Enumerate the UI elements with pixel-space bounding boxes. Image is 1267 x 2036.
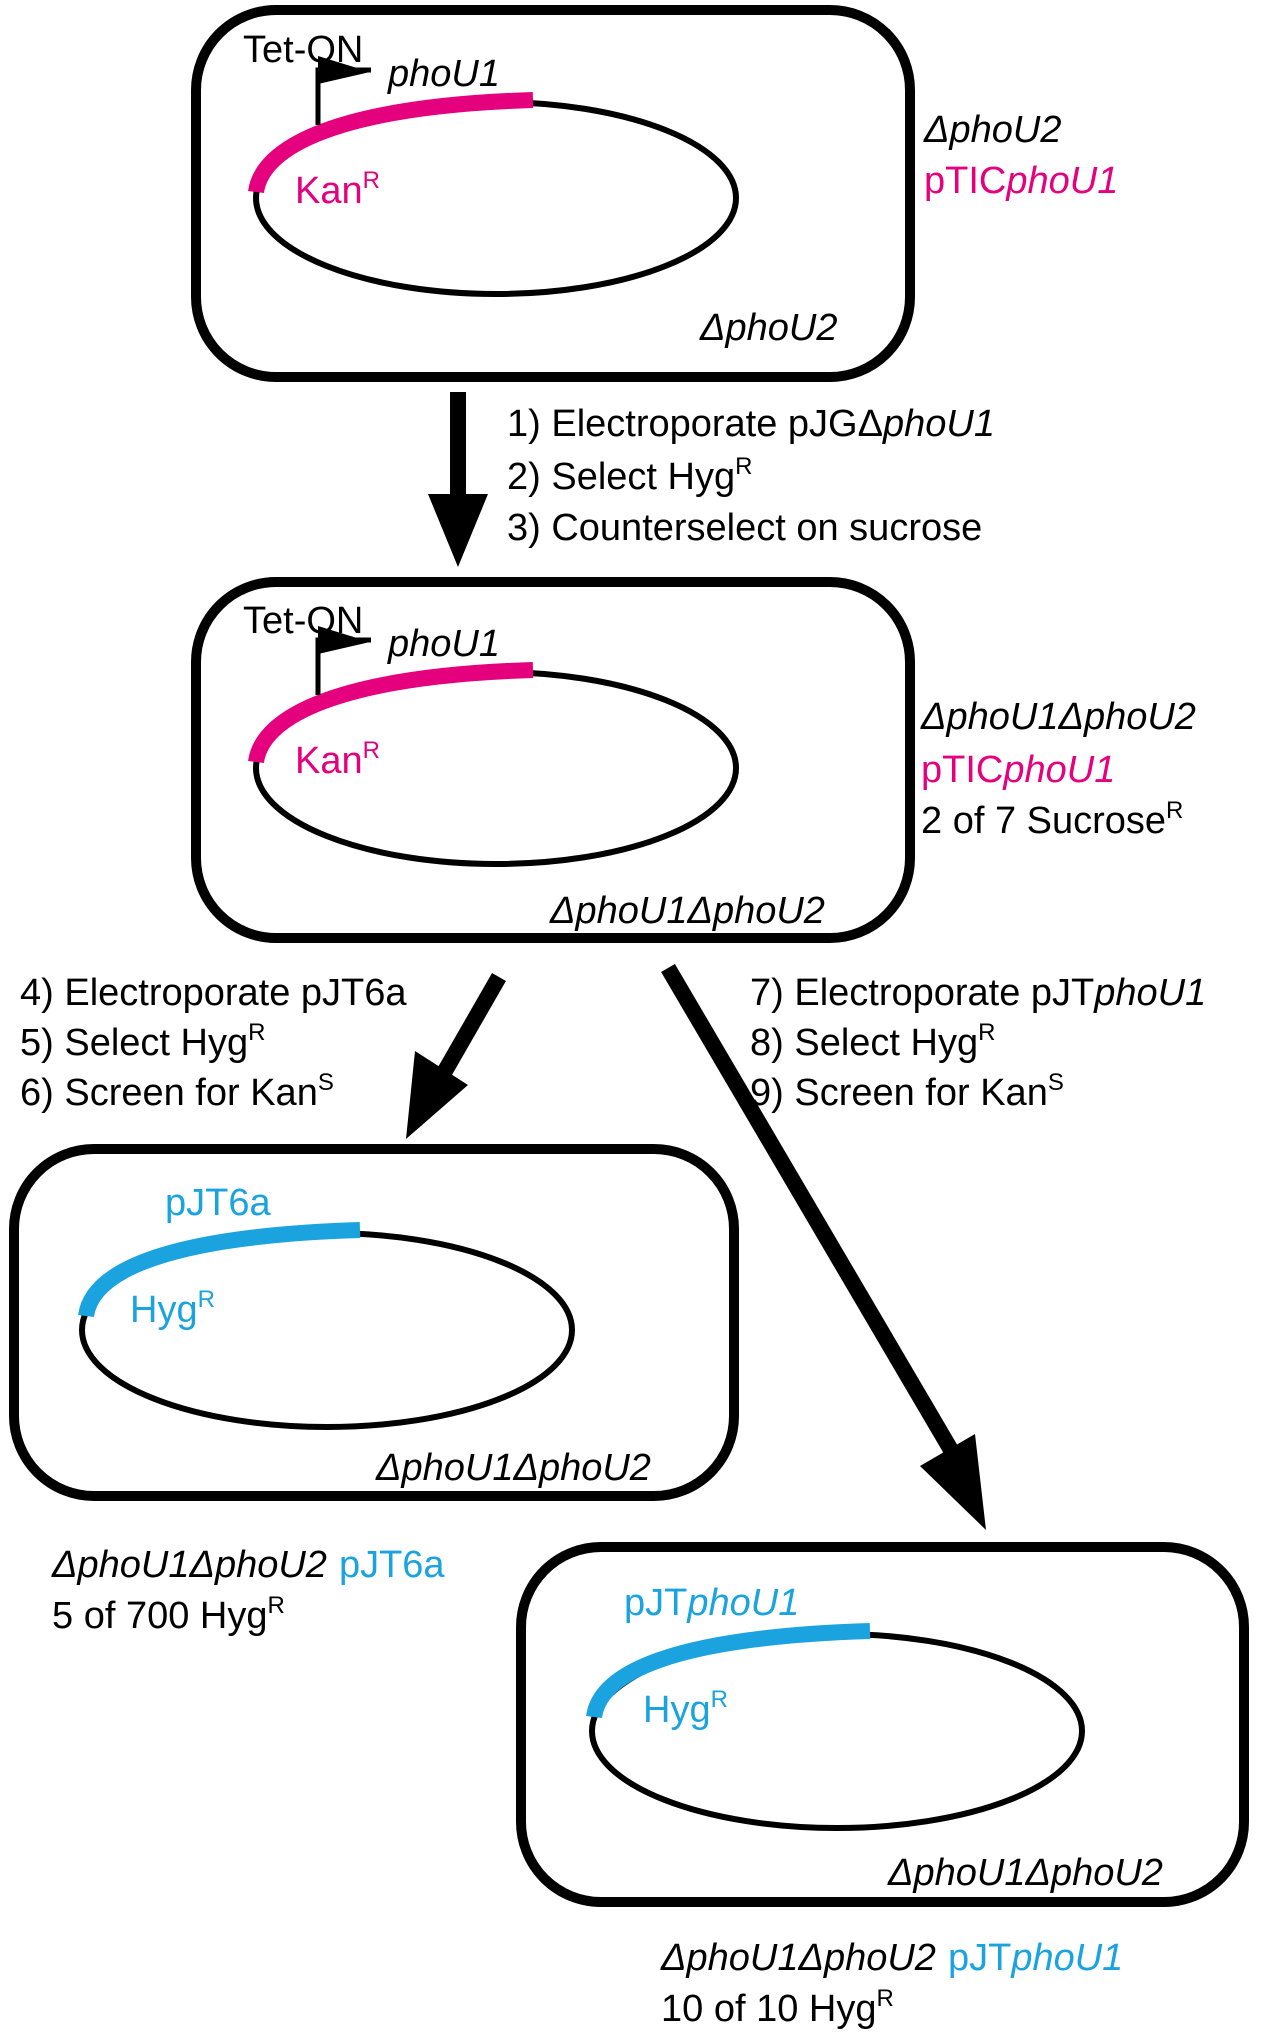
- cell-4-plasmid-insert: [586, 1623, 871, 1719]
- step-5: 5) Select HygR: [20, 1019, 265, 1064]
- cell-4-chromosome-label: ΔphoU1ΔphoU2: [887, 1852, 1163, 1894]
- cell-1-marker-label: KanR: [295, 167, 380, 212]
- cell-3-plasmid-name: pJT6a: [165, 1182, 271, 1224]
- cell-4-marker-label: HygR: [643, 1686, 728, 1731]
- cell-1-outline: [191, 5, 915, 382]
- arrow-cell1-to-cell2: [428, 392, 488, 567]
- cell-4-outline: [516, 1542, 1249, 1907]
- cell-4-count-label: 10 of 10 HygR: [661, 1985, 894, 2030]
- cell-2-plasmid-label: pTICphoU1: [921, 749, 1115, 791]
- cell-1: Tet-ON phoU1 KanR ΔphoU2: [191, 5, 915, 382]
- step-4: 4) Electroporate pJT6a: [20, 972, 407, 1014]
- cell-2-chromosome-label: ΔphoU1ΔphoU2: [549, 890, 825, 932]
- cell-2-genotype-label: ΔphoU1ΔphoU2: [920, 696, 1196, 738]
- cell-2-outline: [191, 577, 915, 943]
- step-9: 9) Screen for KanS: [750, 1069, 1064, 1114]
- cell-1-gene-label: phoU1: [387, 53, 500, 95]
- cell-4-plasmid-name: pJTphoU1: [624, 1582, 799, 1624]
- cell-1-promoter-label: Tet-ON: [243, 29, 363, 71]
- cell-1-chromosome-label: ΔphoU2: [699, 307, 837, 349]
- cell-2: Tet-ON phoU1 KanR ΔphoU1ΔphoU2: [191, 577, 915, 943]
- cell-1-plasmid-insert: [248, 92, 534, 194]
- step-8: 8) Select HygR: [750, 1019, 995, 1064]
- cell-3-marker-label: HygR: [130, 1286, 215, 1331]
- cell-1-promoter-flag: [318, 56, 370, 84]
- cell-2-count-label: 2 of 7 SucroseR: [921, 797, 1183, 842]
- cell-2-marker-label: KanR: [295, 737, 380, 782]
- step-3: 3) Counterselect on sucrose: [507, 507, 982, 549]
- cell-2-promoter-flag: [318, 626, 370, 654]
- cell-3-plasmid-insert: [78, 1222, 361, 1318]
- arrow-cell2-to-cell3: [406, 973, 506, 1139]
- cell-2-gene-label: phoU1: [387, 623, 500, 665]
- arrow-cell2-to-cell4: [661, 963, 986, 1530]
- step-7: 7) Electroporate pJTphoU1: [750, 972, 1206, 1014]
- cell-1-plasmid-label: pTICphoU1: [924, 160, 1118, 202]
- cell-1-genotype-label: ΔphoU2: [923, 109, 1061, 151]
- step-6: 6) Screen for KanS: [20, 1069, 334, 1114]
- cell-3-count-label: 5 of 700 HygR: [52, 1592, 285, 1637]
- cell-3-chromosome-label: ΔphoU1ΔphoU2: [375, 1447, 651, 1489]
- cell-2-plasmid-insert: [248, 662, 534, 764]
- cell-4: pJTphoU1 HygR ΔphoU1ΔphoU2: [516, 1542, 1249, 1907]
- step-2: 2) Select HygR: [507, 453, 752, 498]
- cell-2-promoter-label: Tet-ON: [243, 600, 363, 642]
- cell-3-outline: [9, 1144, 739, 1501]
- step-1: 1) Electroporate pJGΔphoU1: [507, 403, 995, 445]
- cell-3: pJT6a HygR ΔphoU1ΔphoU2: [9, 1144, 739, 1501]
